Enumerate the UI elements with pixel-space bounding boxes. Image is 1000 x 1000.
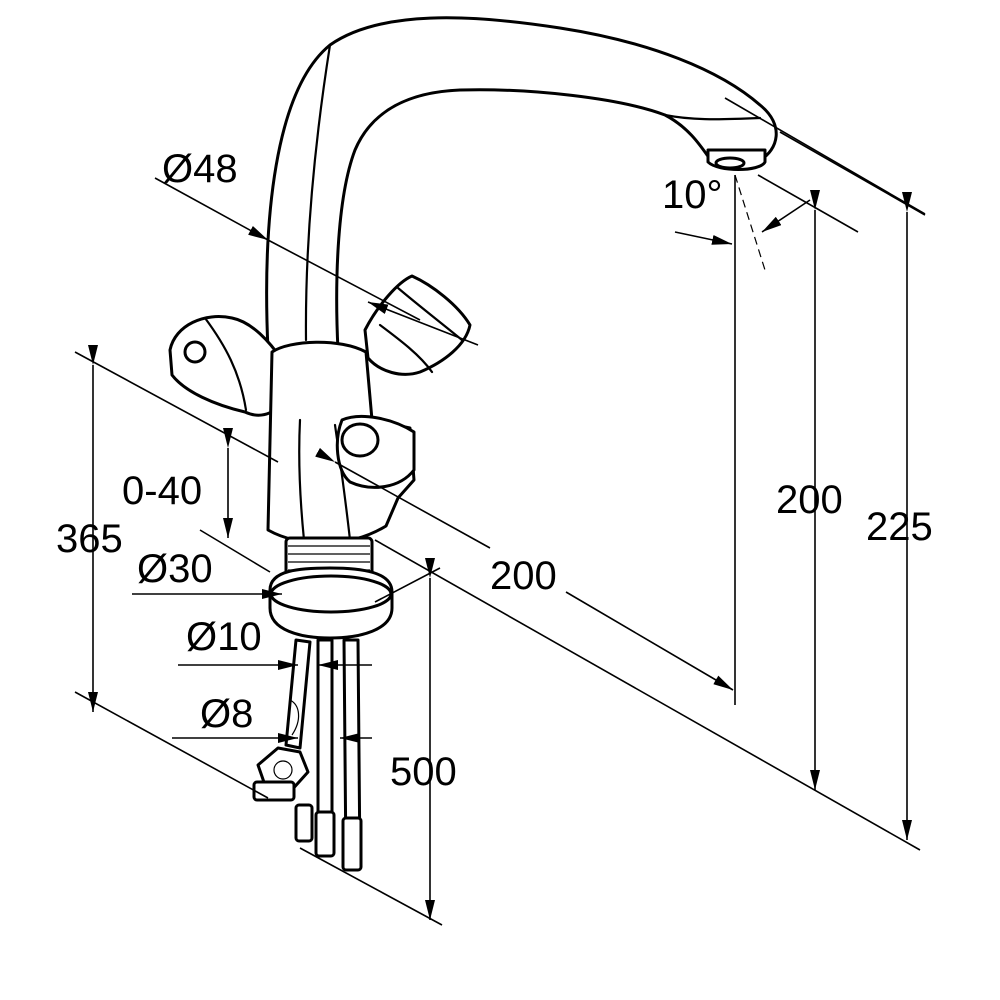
dim-200-reach-line	[315, 447, 491, 549]
label-hose-8: Ø8	[200, 692, 253, 736]
label-hose-length-500: 500	[390, 750, 457, 794]
label-base-diameter: Ø30	[137, 547, 213, 591]
front-knob-cap	[340, 422, 380, 458]
supply-hoses	[284, 638, 363, 872]
label-handle-diameter: Ø48	[162, 147, 238, 191]
label-spout-angle: 10°	[662, 173, 723, 217]
dimension-labels: Ø48 10° 200 225 0-40 365 Ø30 Ø10 Ø8 200 …	[56, 147, 933, 794]
base-washer-top	[269, 574, 393, 614]
label-deck-thickness: 0-40	[122, 469, 202, 513]
aerator-outlet	[714, 156, 746, 170]
faucet-drawing	[168, 16, 778, 872]
label-hose-10: Ø10	[186, 615, 262, 659]
hose-fitting-nut	[252, 746, 310, 802]
label-length-365: 365	[56, 517, 123, 561]
label-height-225: 225	[866, 505, 933, 549]
label-height-200: 200	[776, 478, 843, 522]
dim-10deg-line	[674, 231, 733, 245]
dimension-lines	[74, 97, 926, 926]
dim-o48-line	[154, 177, 269, 241]
left-handle-cap	[183, 340, 207, 364]
label-reach-200: 200	[490, 554, 557, 598]
right-handle	[363, 274, 472, 376]
